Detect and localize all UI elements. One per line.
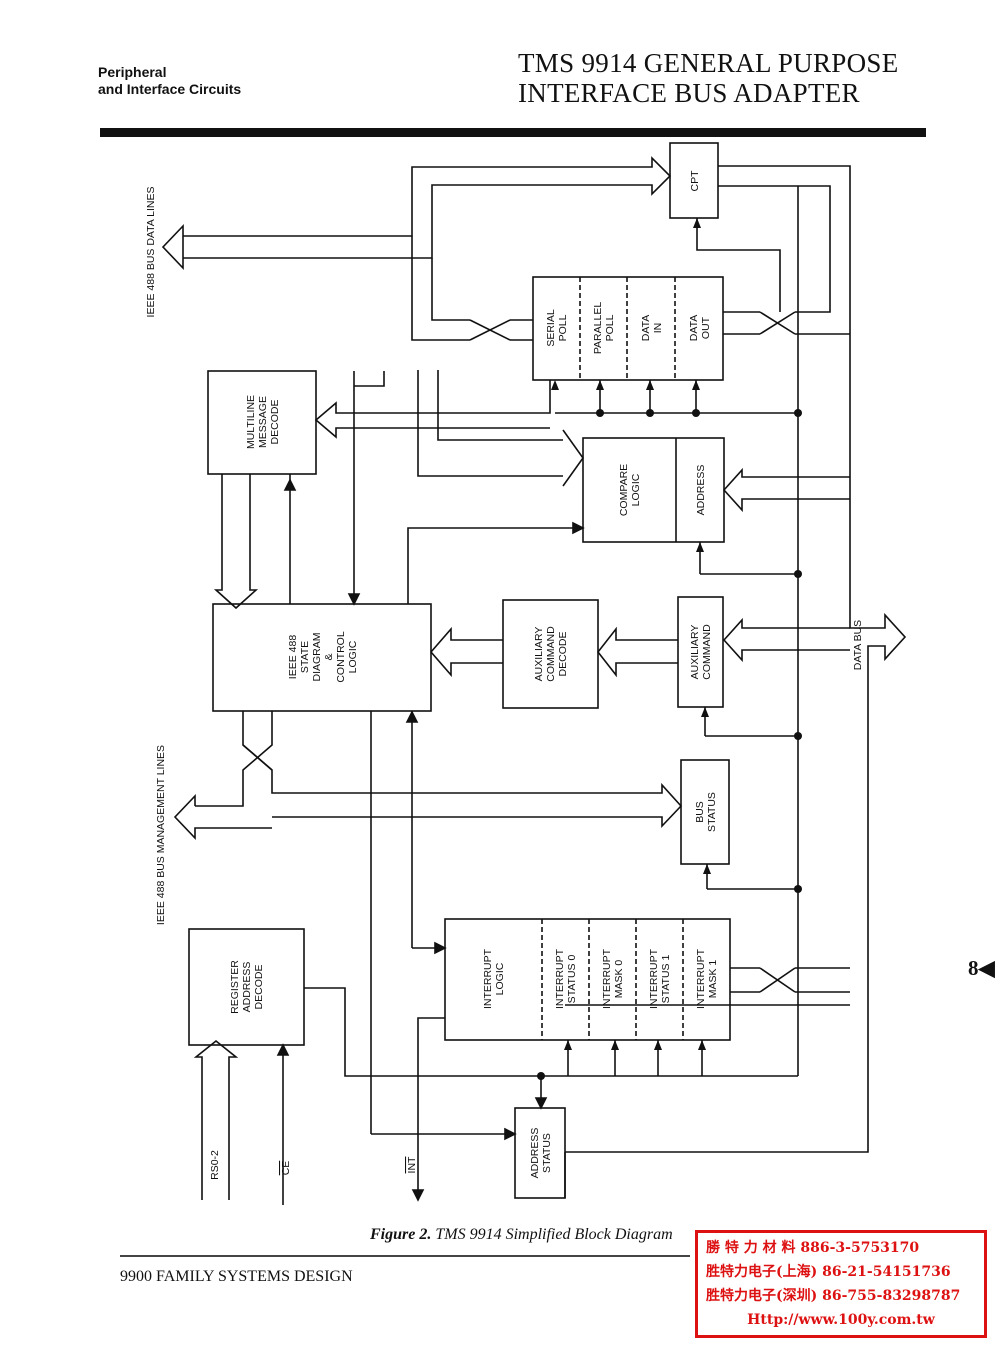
interrupt-status-0-label: INTERRUPTSTATUS 0	[554, 948, 578, 1009]
interrupt-mask-1-label: INTERRUPTMASK 1	[695, 948, 719, 1009]
state-diagram-box	[212, 603, 432, 712]
bus-status-label: BUSSTATUS	[694, 792, 718, 832]
address-status-label: ADDRESSSTATUS	[529, 1128, 553, 1179]
aux-command-box	[677, 596, 724, 708]
serial-poll-label: SERIALPOLL	[545, 309, 569, 347]
stamp-url: Http://www.100y.com.tw	[747, 1312, 935, 1328]
int-label: INT	[406, 1156, 418, 1174]
multiline-decode-label: MULTILINEMESSAGEDECODE	[245, 395, 281, 449]
footer-text: 9900 FAMILY SYSTEMS DESIGN	[120, 1268, 353, 1285]
title-line-2: INTERFACE BUS ADAPTER	[518, 78, 860, 108]
data-out-label: DATAOUT	[688, 315, 712, 341]
section-line-2: and Interface Circuits	[98, 81, 242, 97]
data-in-label: DATAIN	[640, 315, 664, 341]
poll-register-box	[532, 276, 724, 381]
parallel-poll-label: PARALLELPOLL	[592, 302, 616, 354]
title-line-1: TMS 9914 GENERAL PURPOSE	[518, 48, 899, 78]
aux-decode-label: AUXILIARYCOMMANDDECODE	[533, 626, 569, 682]
bus-management-lines-label: IEEE 488 BUS MANAGEMENT LINES	[155, 745, 167, 925]
aux-decode-box	[502, 599, 599, 709]
register-decode-box	[188, 928, 305, 1046]
compare-logic-label: COMPARELOGIC	[618, 464, 642, 516]
section-line-1: Peripheral	[98, 64, 167, 80]
stamp-line-2: 胜特力电子(上海) 86-21-54151736	[706, 1264, 951, 1280]
register-decode-label: REGISTERADDRESSDECODE	[229, 960, 265, 1014]
footer-rule	[120, 1255, 690, 1257]
interrupt-box	[444, 918, 731, 1041]
page-marker: 8◀	[968, 956, 995, 980]
interrupt-logic-label: INTERRUPTLOGIC	[482, 948, 506, 1009]
header-rule	[100, 128, 926, 137]
interrupt-mask-0-label: INTERRUPTMASK 0	[601, 948, 625, 1009]
cpt-label: CPT	[689, 170, 701, 192]
rs-label: RS0-2	[209, 1150, 221, 1180]
stamp-line-3: 胜特力电子(深圳) 86-755-83298787	[706, 1288, 961, 1304]
address-label: ADDRESS	[695, 465, 707, 516]
section-heading: Peripheral and Interface Circuits	[98, 64, 241, 98]
multiline-decode-box	[207, 370, 317, 475]
bus-data-lines-label: IEEE 488 BUS DATA LINES	[145, 187, 157, 318]
cpt-box	[669, 142, 719, 219]
caption-figure-number: Figure 2.	[370, 1226, 432, 1243]
data-bus-label: DATA BUS	[852, 620, 864, 670]
interrupt-status-1-label: INTERRUPTSTATUS 1	[648, 948, 672, 1009]
state-diagram-label: IEEE 488STATEDIAGRAM&CONTROLLOGIC	[287, 631, 359, 682]
ce-label: CE	[280, 1161, 292, 1176]
stamp-line-1: 勝 特 力 材 料 886-3-5753170	[706, 1240, 920, 1256]
distributor-stamp: 勝 特 力 材 料 886-3-5753170 胜特力电子(上海) 86-21-…	[695, 1230, 987, 1338]
document-title: TMS 9914 GENERAL PURPOSE INTERFACE BUS A…	[518, 48, 899, 108]
bus-status-box	[680, 759, 730, 865]
aux-command-label: AUXILIARYCOMMAND	[689, 624, 713, 680]
caption-text: TMS 9914 Simplified Block Diagram	[435, 1226, 673, 1243]
figure-caption: Figure 2. TMS 9914 Simplified Block Diag…	[370, 1226, 673, 1244]
